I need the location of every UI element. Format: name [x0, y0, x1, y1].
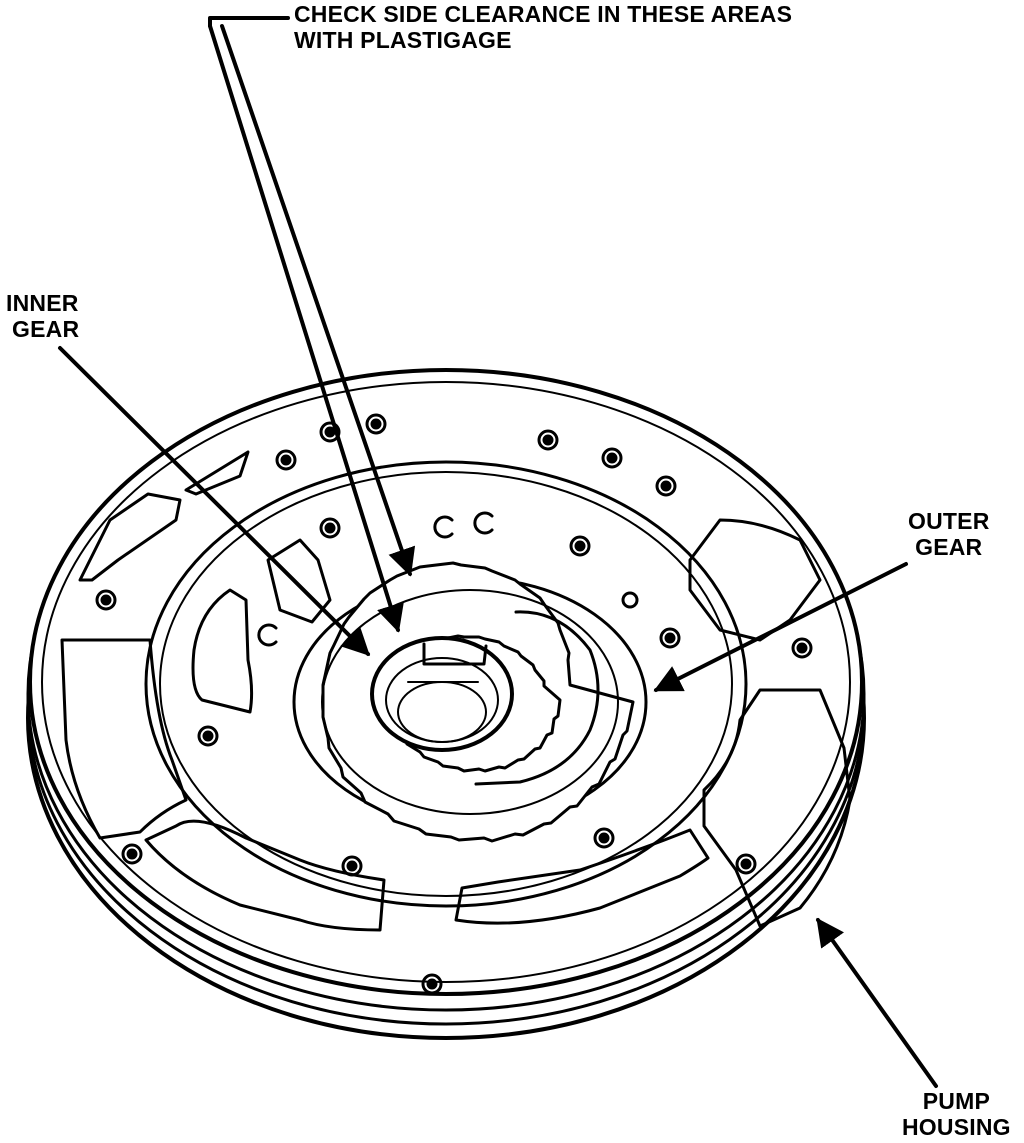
- housing-pockets: [60, 450, 852, 932]
- outer-gear-line1: OUTER: [908, 508, 990, 534]
- pump-housing-line2: HOUSING: [902, 1114, 1011, 1140]
- pump-housing-line1: PUMP: [922, 1088, 990, 1114]
- outer-gear-arrow: [653, 562, 908, 692]
- outer-gear-line2: GEAR: [915, 534, 983, 560]
- check-clearance-line1: CHECK SIDE CLEARANCE IN THESE AREAS: [294, 1, 793, 27]
- outer-gear-label: OUTER GEAR: [908, 508, 990, 560]
- bolt-holes: [95, 413, 813, 995]
- inner-gear-line2: GEAR: [12, 316, 80, 342]
- check-arrow-2: [220, 24, 416, 577]
- check-clearance-label: CHECK SIDE CLEARANCE IN THESE AREAS WITH…: [294, 1, 792, 53]
- inner-gear-arrow: [58, 346, 370, 656]
- pump-housing-arrow: [816, 917, 938, 1088]
- inner-gear-line1: INNER: [6, 290, 79, 316]
- pump-housing-label: PUMP HOUSING: [902, 1088, 1011, 1140]
- check-clearance-line2: WITH PLASTIGAGE: [294, 27, 512, 53]
- check-arrow-1: [208, 24, 404, 633]
- check-area-bracket: [208, 16, 290, 28]
- inner-gear-label: INNER GEAR: [6, 290, 79, 342]
- leader-arrows: [58, 16, 938, 1088]
